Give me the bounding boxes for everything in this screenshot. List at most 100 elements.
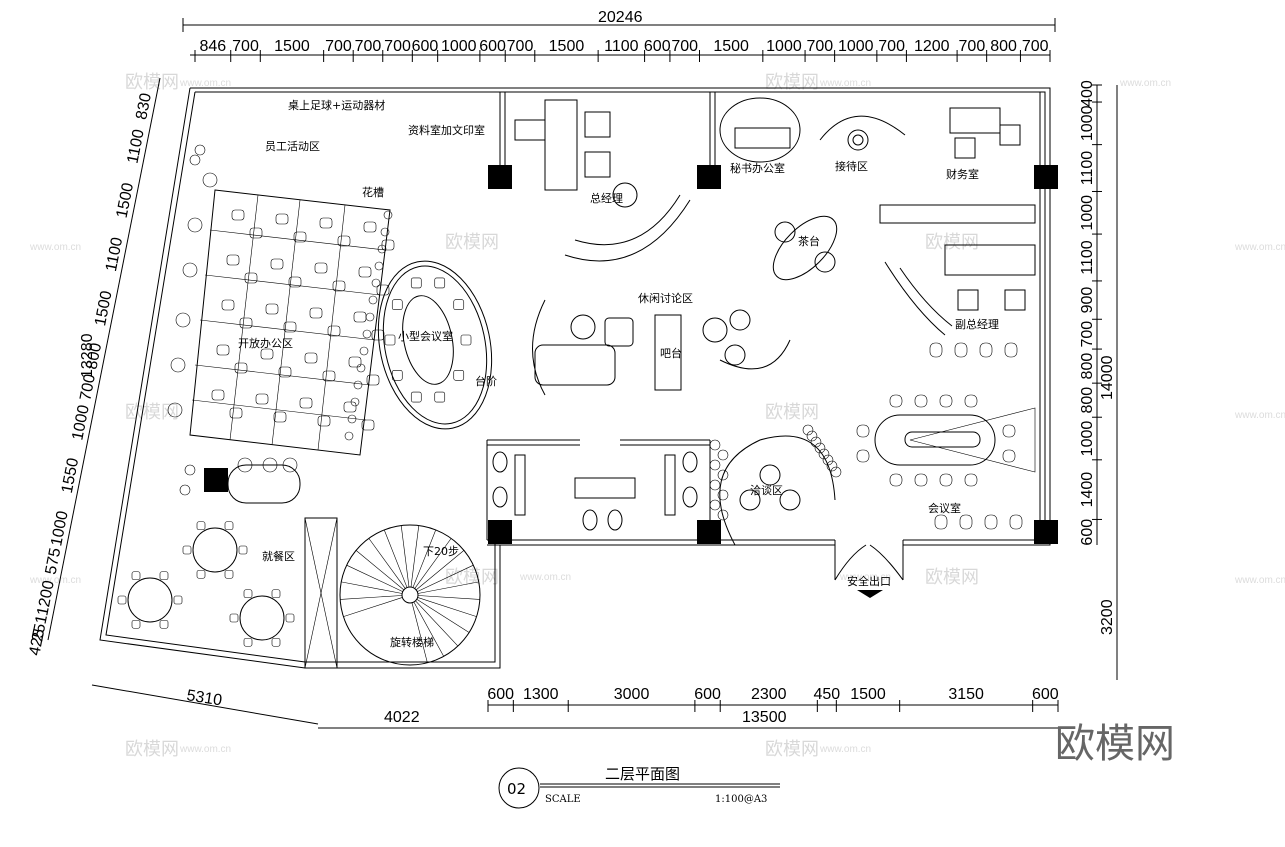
dimension-segment-left: 1500 [92,289,115,327]
watermark-logo: 欧模网 [125,402,179,423]
dimension-segment-top: 700 [806,38,833,55]
office-chair [361,419,375,431]
room-label-negotiation: 洽谈区 [750,484,783,497]
office-chair [260,348,274,360]
open-office-desks [167,172,395,456]
dimension-segment-bottom: 3000 [614,686,650,703]
room-label-game: 桌上足球+运动器材 [288,98,385,112]
dimension-segment-top: 600 [644,38,671,55]
planter-plant [383,210,393,220]
dimension-segment-left: 575 [43,546,65,576]
room-label-vice-gm: 副总经理 [955,317,999,331]
drawing-number-circle [498,767,540,809]
dimension-segment-left: 1000 [69,403,92,441]
conference-chair [964,473,978,487]
room-label-tea: 茶台 [798,234,820,248]
structural-column [488,520,512,544]
conference-chair [914,473,928,487]
dimension-left-total: 13280 [79,333,96,378]
office-chair [275,213,289,225]
office-chair [337,235,351,247]
conference-chair [889,394,903,408]
planter-plant [356,363,366,373]
title-block: 02 二层平面图 SCALE 1:100@A3 [498,765,780,809]
dimension-segment-bottom: 600 [694,686,721,703]
watermark-logo: 欧模网 [125,72,179,93]
right-dimensions: 4001000110010001100900700800800100014006… [1079,80,1118,680]
planter-plant [377,244,387,254]
bar-stool [282,457,298,473]
planter-plant [347,414,357,424]
watermark-logo: 欧模网 [765,402,819,423]
planter-plant [814,442,826,454]
bar-stool [262,457,278,473]
room-label-open-office: 开放办公区 [238,336,293,350]
planter-plant [717,489,729,501]
dimension-segment-right: 1100 [1079,240,1096,275]
dimension-segment-top: 600 [479,38,506,55]
dimension-segment-right: 1000 [1079,195,1096,231]
room-label-secretary: 秘书办公室 [730,161,785,175]
structural-column [488,165,512,189]
planter-plant [179,484,191,496]
watermark-logo: 欧模网 [445,567,499,588]
room-label-dining: 就餐区 [262,549,295,563]
watermark-url: www.om.cn [819,744,871,755]
dimension-segment-right: 900 [1079,287,1096,314]
meeting-chair [391,369,403,381]
dimension-segment-left: 1500 [114,181,137,219]
office-chair [278,366,292,378]
conference-room [856,342,1036,530]
planter-plant [184,464,196,476]
dimension-segment-left: 700 [77,373,99,403]
watermark-url: www.om.cn [29,575,81,586]
room-label-conference: 会议室 [928,501,961,515]
office-chair [293,231,307,243]
office-chair [221,299,235,311]
office-chair [270,258,284,270]
room-label-spiral: 旋转楼梯 [390,635,434,649]
dimension-segment-right: 600 [1079,519,1096,546]
watermark-url: www.om.cn [839,572,891,583]
dimension-segment-right: 800 [1079,353,1096,380]
side-chair [984,514,998,530]
watermark-logo: 欧模网 [925,232,979,253]
dimension-segment-top: 1000 [838,38,874,55]
watermark-logo: 欧模网 [765,739,819,760]
office-chair [265,303,279,315]
structural-column [1034,165,1058,189]
conference-chair [856,424,870,438]
dimension-segment-left: 800 [83,341,105,371]
office-chair [381,239,395,251]
office-chair [322,370,336,382]
room-labels: 桌上足球+运动器材 资料室加文印室 员工活动区 花槽 总经理 秘书办公室 接待区… [238,98,999,649]
planter-dots [179,144,842,521]
planter-plant [709,499,721,511]
dining-chair [131,571,141,581]
dining-chair [243,589,253,599]
dining-chair [159,619,169,629]
office-chair [244,272,258,284]
office-chair [216,344,230,356]
side-chair [979,342,993,358]
drawing-number: 02 [507,780,526,798]
room-label-exit: 安全出口 [847,574,891,588]
side-chair [959,514,973,530]
office-chair [363,221,377,233]
drawing-title: 二层平面图 [605,765,680,783]
watermark-logo: 欧模网 [925,567,979,588]
dimension-segment-top: 700 [384,38,411,55]
building-walls [99,87,1058,669]
planter-plant [189,154,201,166]
structural-column [697,165,721,189]
office-chair [283,321,297,333]
structural-column [697,520,721,544]
dimension-segment-bottom: 2300 [751,686,787,703]
watermark-url: www.om.cn [519,572,571,583]
dimension-segment-top: 700 [671,38,698,55]
planter-plant [194,144,206,156]
office-chair [314,262,328,274]
dimension-segment-left: 1550 [59,456,82,494]
